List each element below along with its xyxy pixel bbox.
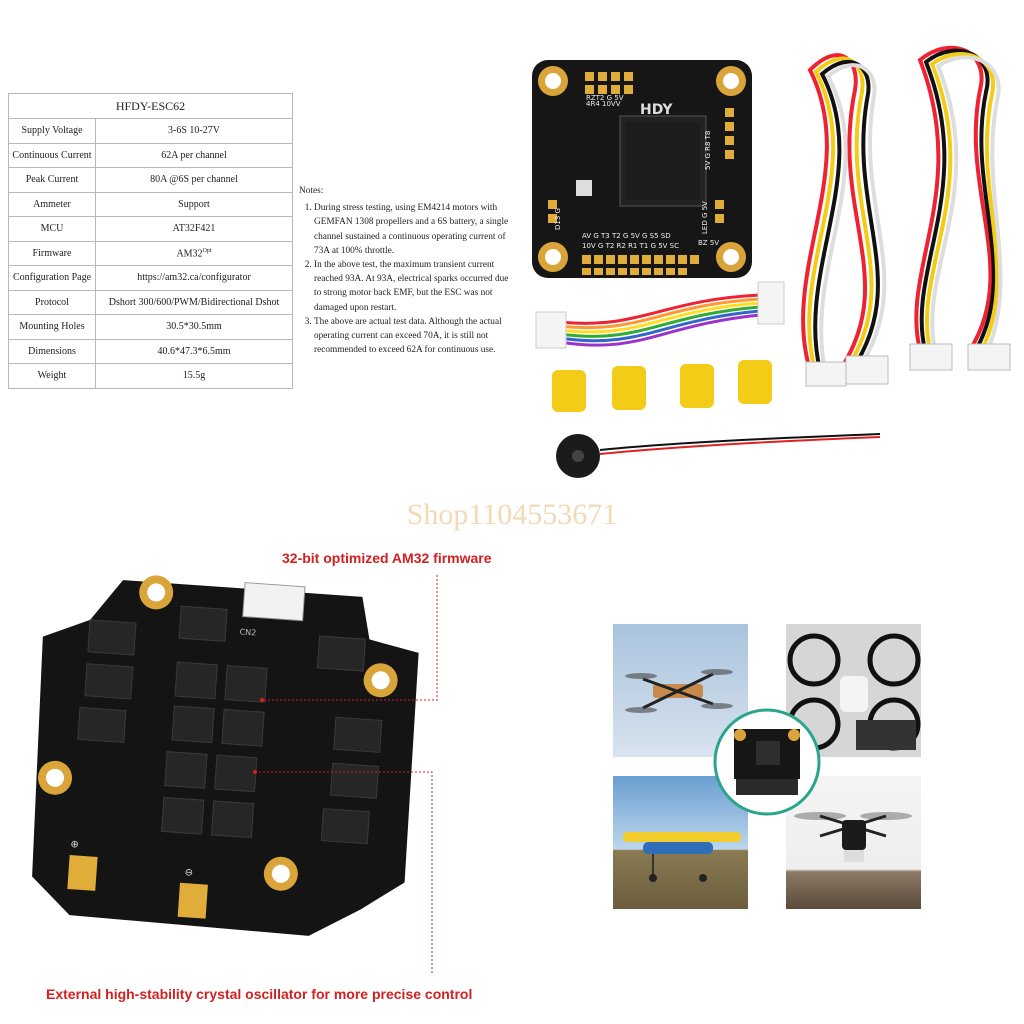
fc-label-top-b: RZT2 G 5V <box>586 94 624 102</box>
spec-value-text: AM32 <box>176 247 203 259</box>
firmware-superscript: Opt <box>202 247 212 254</box>
caption-oscillator: External high-stability crystal oscillat… <box>46 986 473 1002</box>
spec-value-text: 80A @6S per channel <box>150 174 238 186</box>
buzzer <box>556 433 881 478</box>
spec-value: 3-6S 10-27V <box>95 118 293 144</box>
spec-value-text: 3-6S 10-27V <box>168 125 220 137</box>
notes: Notes: During stress testing, using EM42… <box>299 184 511 357</box>
caption-firmware: 32-bit optimized AM32 firmware <box>282 550 492 566</box>
fc-label-top-a: 4R4 10VV <box>586 100 621 108</box>
spec-table-body: Supply Voltage 3-6S 10-27V Continuous Curr… <box>8 118 293 389</box>
spec-value-text: Dshort 300/600/PWM/Bidirectional Dshot <box>108 296 280 308</box>
spec-table-row: MCU AT32F421 <box>8 216 293 242</box>
photo-agri-drone <box>786 776 921 909</box>
notes-item: In the above test, the maximum transient… <box>314 258 511 315</box>
spec-value-text: 40.6*47.3*6.5mm <box>157 345 231 357</box>
spec-value: AT32F421 <box>95 216 293 242</box>
fc-label-bottom-a: AV G T3 T2 G 5V G S5 SD <box>582 232 671 240</box>
svg-text:⊕: ⊕ <box>70 839 79 851</box>
spec-value: AM32Opt <box>95 240 293 266</box>
spec-key: Weight <box>8 363 96 389</box>
spec-value-text: 30.5*30.5mm <box>166 321 222 333</box>
flight-controller-board: HDY 4R4 10VV RZT2 G 5V 5V G R8 T8 AV G T… <box>532 60 752 278</box>
spec-value: 62A per channel <box>95 142 293 168</box>
notes-item: The above are actual test data. Although… <box>314 315 511 358</box>
product-photo-accessories: HDY 4R4 10VV RZT2 G 5V 5V G R8 T8 AV G T… <box>532 45 1011 478</box>
fc-label-left: D13 G <box>554 208 562 230</box>
svg-text:⊖: ⊖ <box>184 867 193 879</box>
spec-key: MCU <box>8 216 96 242</box>
photo-rc-plane <box>613 776 748 909</box>
spec-value-text: https://am32.ca/configurator <box>137 272 251 284</box>
cable-long-left <box>801 53 889 387</box>
spec-key: Peak Current <box>8 167 96 193</box>
spec-table: HFDY-ESC62 Supply Voltage 3-6S 10-27V Cont… <box>8 93 293 389</box>
spec-value-text: AT32F421 <box>172 223 216 235</box>
ribbon-cable <box>535 281 785 349</box>
spec-table-row: Dimensions 40.6*47.3*6.5mm <box>8 338 293 364</box>
spec-table-row: Supply Voltage 3-6S 10-27V <box>8 118 293 144</box>
spec-value: 40.6*47.3*6.5mm <box>95 338 293 364</box>
cable-long-right <box>909 45 1011 371</box>
watermark: Shop1104553671 <box>406 498 618 531</box>
callout-oscillator-line <box>255 771 433 975</box>
notes-list: During stress testing, using EM4214 moto… <box>299 201 511 357</box>
photo-quadcopter <box>786 624 921 757</box>
spec-table-title-row: HFDY-ESC62 <box>8 93 293 119</box>
notes-heading: Notes: <box>299 186 324 196</box>
esc-board-photo: CN2 ⊕ ⊖ <box>32 575 419 936</box>
notes-item: During stress testing, using EM4214 moto… <box>314 201 511 258</box>
fc-label-right: 5V G R8 T8 <box>704 131 712 170</box>
spec-key: Dimensions <box>8 338 96 364</box>
callout-firmware-line <box>262 575 438 701</box>
spec-key: Supply Voltage <box>8 118 96 144</box>
yellow-dampers <box>552 360 772 412</box>
spec-table-row: Weight 15.5g <box>8 363 293 389</box>
spec-value-text: Support <box>178 198 210 210</box>
fc-label-led: LED G 5V <box>701 201 709 234</box>
fc-brand: HDY <box>640 102 673 118</box>
spec-table-title: HFDY-ESC62 <box>8 93 293 119</box>
spec-value: 15.5g <box>95 363 293 389</box>
spec-value: https://am32.ca/configurator <box>95 265 293 291</box>
spec-value-text: 62A per channel <box>161 149 227 161</box>
fc-label-bz: BZ 5V <box>698 239 719 247</box>
center-stack-badge <box>713 708 821 816</box>
spec-value-text: 15.5g <box>182 370 206 382</box>
esc-silk-cn: CN2 <box>239 627 256 637</box>
fc-label-bottom-b: 10V G T2 R2 R1 T1 G 5V SC <box>582 242 679 250</box>
